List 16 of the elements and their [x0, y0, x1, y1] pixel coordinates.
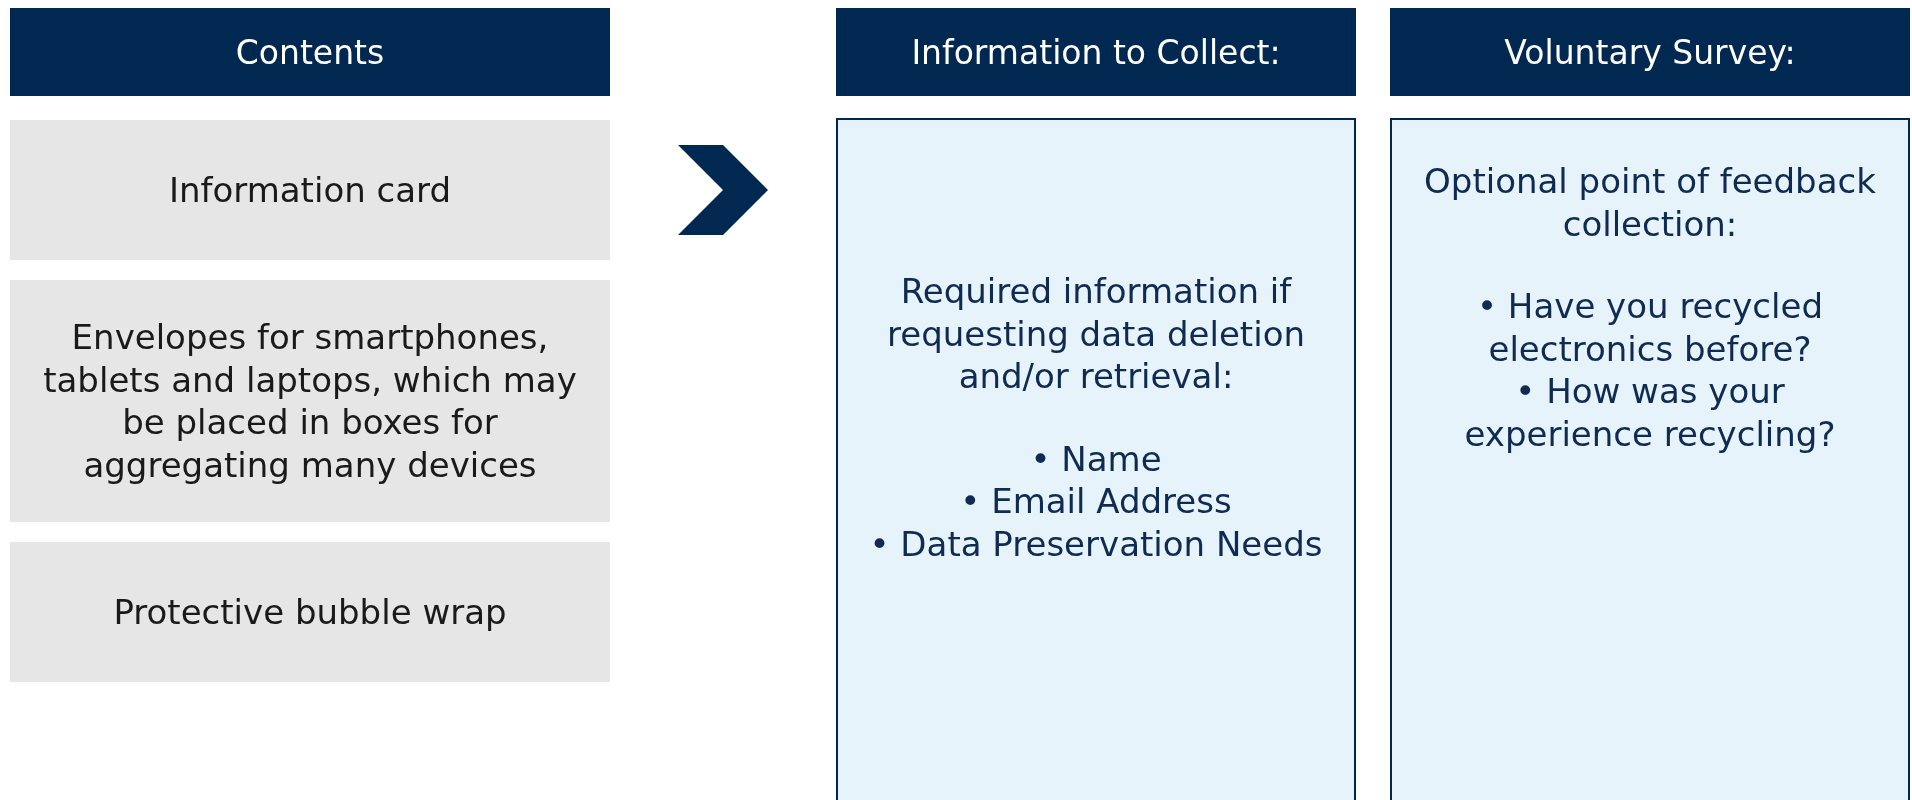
item-box: Information card [10, 120, 610, 260]
bullet-item: • How was your experience recycling? [1463, 370, 1837, 455]
header-band: Information to Collect: [836, 8, 1356, 96]
bullet-item: • Email Address [959, 480, 1233, 523]
bullet-item: • Name [1029, 437, 1163, 480]
item-box: Envelopes for smartphones, tablets and laptops, which may be placed in boxes for aggregating many devices [10, 280, 610, 522]
header-band: Contents [10, 8, 610, 96]
intro-text: Required information if requesting data deletion and/or retrieval: [886, 270, 1306, 398]
bullet-item: • Data Preservation Needs [869, 522, 1323, 565]
survey-panel [1390, 118, 1910, 800]
chevron-arrow [678, 145, 768, 235]
bullet-item: • Have you recycled electronics before? [1476, 285, 1824, 370]
intro-text: Optional point of feedback collection: [1423, 160, 1877, 245]
info-panel [836, 118, 1356, 800]
header-band: Voluntary Survey: [1390, 8, 1910, 96]
item-box: Protective bubble wrap [10, 542, 610, 682]
